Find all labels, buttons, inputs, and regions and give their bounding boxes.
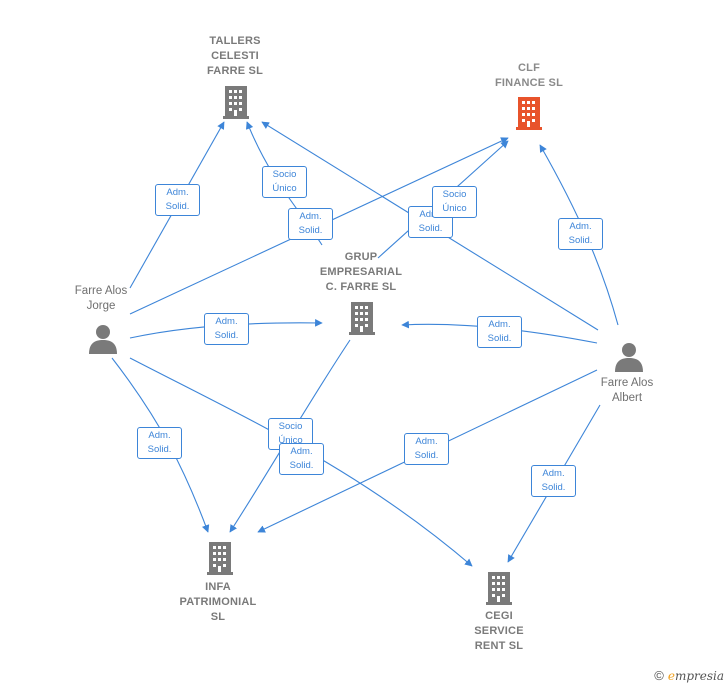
edge-label-albert-infa: Adm. Solid. (404, 433, 449, 465)
company-label-grup[interactable]: GRUP EMPRESARIAL C. FARRE SL (319, 251, 403, 293)
copyright-symbol: © (654, 668, 664, 683)
edge-label-albert-clf: Adm. Solid. (558, 218, 603, 250)
person-label-jorge[interactable]: Farre Alos Jorge (74, 285, 128, 312)
edge-label-grup-tallers: Socio Único (262, 166, 307, 198)
edge-label-albert-cegi: Adm. Solid. (531, 465, 576, 497)
edge-label-jorge-infa: Adm. Solid. (137, 427, 182, 459)
building-icon-infa (207, 542, 233, 575)
edge-label-grup-clf: Socio Único (432, 186, 477, 218)
person-icon-albert (615, 343, 643, 372)
building-icon-clf (516, 97, 542, 130)
edge-label-jorge-tallers: Adm. Solid. (155, 184, 200, 216)
company-label-clf[interactable]: CLF FINANCE SL (495, 62, 563, 89)
edge-label-jorge-grup: Adm. Solid. (204, 313, 249, 345)
company-label-infa[interactable]: INFA PATRIMONIAL SL (179, 581, 257, 623)
brand-logo-initial: e (667, 669, 675, 683)
building-icon-cegi (486, 572, 512, 605)
person-icon-jorge (89, 325, 117, 354)
person-label-albert[interactable]: Farre Alos Albert (600, 377, 654, 404)
building-icon-grup (349, 302, 375, 335)
company-label-tallers[interactable]: TALLERS CELESTI FARRE SL (207, 35, 263, 77)
edge-label-jorge-cegi: Adm. Solid. (279, 443, 324, 475)
company-label-cegi[interactable]: CEGI SERVICE RENT SL (474, 610, 524, 652)
edge-label-albert-grup: Adm. Solid. (477, 316, 522, 348)
edge-label-jorge-clf: Adm. Solid. (288, 208, 333, 240)
building-icon-tallers (223, 86, 249, 119)
brand-logo-text: mpresia (674, 669, 724, 683)
footer-brand[interactable]: ©empresia (654, 668, 724, 683)
